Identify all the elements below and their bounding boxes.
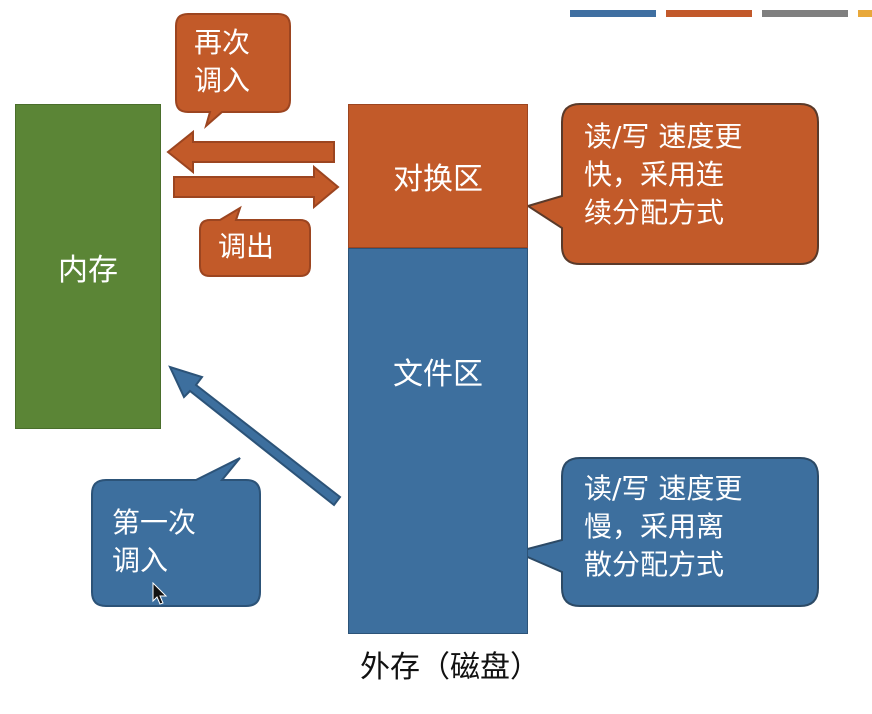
swap-speed-callout-text: 读/写 速度更 快，采用连 续分配方式 bbox=[584, 120, 743, 229]
file-area-block: 文件区 bbox=[348, 248, 528, 634]
swap-out-callout-text: 调出 bbox=[218, 230, 275, 263]
mouse-pointer-icon bbox=[152, 582, 168, 605]
swap-in-callout-shape bbox=[175, 13, 291, 129]
memory-label: 内存 bbox=[58, 252, 118, 288]
deco-bar-gray bbox=[762, 10, 848, 17]
swap-out-callout-shape bbox=[199, 205, 311, 277]
deco-bar-blue bbox=[570, 10, 656, 17]
swap-area-label: 对换区 bbox=[393, 162, 483, 197]
swap-speed-callout-shape bbox=[525, 103, 819, 265]
swap-area-block: 对换区 bbox=[348, 104, 528, 248]
swap-out-arrow bbox=[173, 164, 340, 210]
file-area-label: 文件区 bbox=[393, 357, 483, 392]
memory-block: 内存 bbox=[15, 104, 161, 429]
first-load-callout-shape bbox=[91, 457, 261, 607]
file-speed-callout-shape bbox=[512, 457, 819, 607]
deco-bar-gold bbox=[858, 10, 872, 17]
file-speed-callout-text: 读/写 速度更 慢，采用离 散分配方式 bbox=[584, 472, 743, 581]
first-load-arrow bbox=[168, 365, 342, 507]
swap-in-callout-text: 再次 调入 bbox=[194, 26, 251, 97]
disk-caption: 外存（磁盘） bbox=[360, 650, 540, 685]
swap-in-arrow bbox=[166, 129, 335, 175]
first-load-callout-text: 第一次 调入 bbox=[112, 506, 197, 577]
deco-bar-orange bbox=[666, 10, 752, 17]
